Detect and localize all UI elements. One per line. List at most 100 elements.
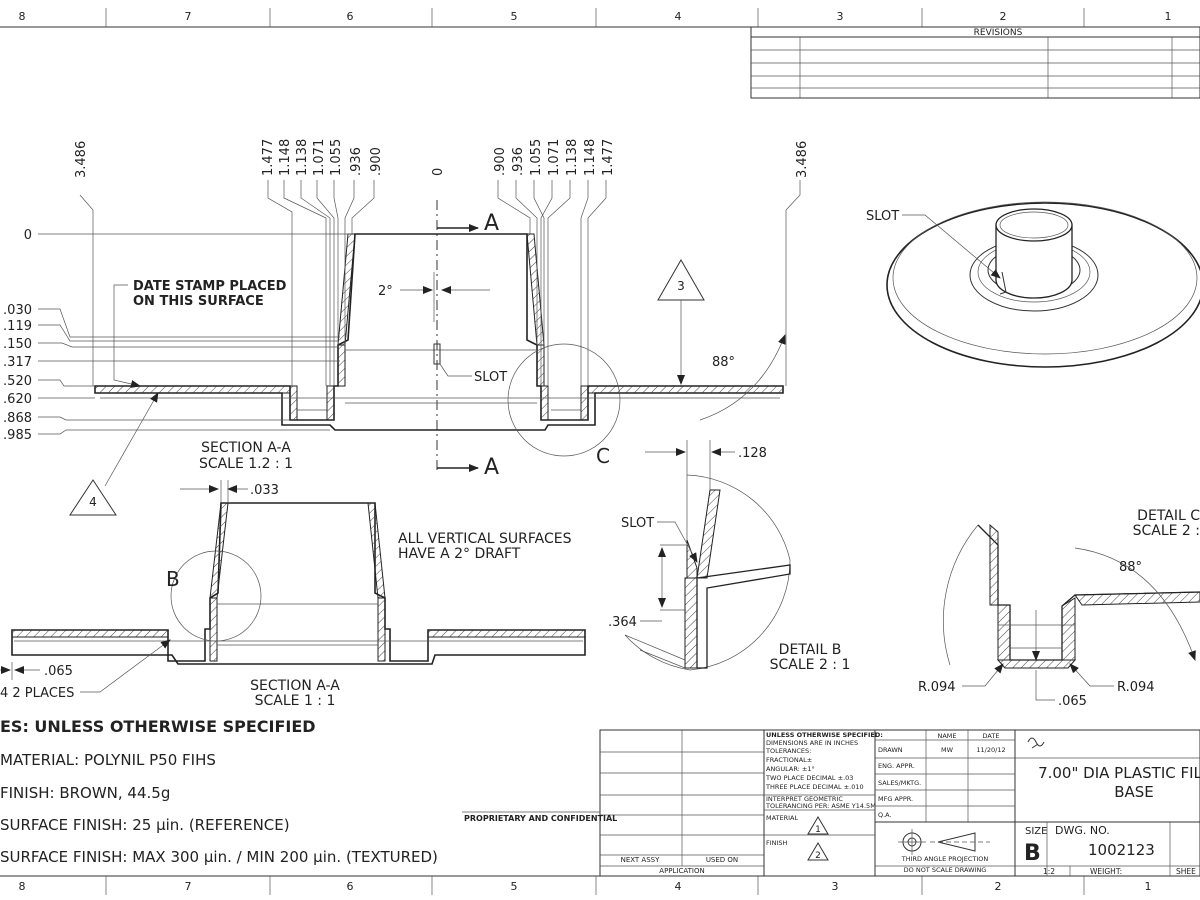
dim-v-317: .317 xyxy=(3,355,32,370)
dim-left-4: 1.071 xyxy=(312,139,327,176)
detail-c-radius-right: R.094 xyxy=(1117,680,1155,695)
zone-bottom-7: 7 xyxy=(185,880,192,893)
section-view-secondary: .033 B .065 4 2 PLACES ALL VERTICAL SURF… xyxy=(0,480,586,709)
dim-364: .364 xyxy=(608,615,637,630)
dim-right-2: .936 xyxy=(511,147,526,176)
detail-b-title: DETAIL B xyxy=(779,642,842,658)
next-assy-label: NEXT ASSY xyxy=(621,856,661,864)
dim-left-1: 1.477 xyxy=(261,139,276,176)
zone-bottom-4: 4 xyxy=(675,880,682,893)
note-surface-finish-textured: SURFACE FINISH: MAX 300 µin. / MIN 200 µ… xyxy=(0,848,438,866)
date-stamp-line1: DATE STAMP PLACED xyxy=(133,279,287,294)
slot-label-main: SLOT xyxy=(474,370,507,385)
dim-033: .033 xyxy=(250,483,279,498)
iso-slot-label: SLOT xyxy=(866,209,899,224)
hdr-date: DATE xyxy=(983,732,1000,740)
detail-c-angle: 88° xyxy=(1119,560,1142,575)
dim-outer-left: 3.486 xyxy=(74,141,89,178)
detail-b-view: .128 SLOT .364 DETAIL B SCALE 2 : 1 xyxy=(608,440,850,673)
dim-left-6: .936 xyxy=(349,147,364,176)
dim-right-1: .900 xyxy=(493,147,508,176)
dim-v-520: .520 xyxy=(3,374,32,389)
angle-88-main: 88° xyxy=(712,355,735,370)
dim-v-030: .030 xyxy=(3,303,32,318)
do-not-scale-label: DO NOT SCALE DRAWING xyxy=(904,866,987,874)
zone-top-7: 7 xyxy=(185,10,192,23)
sales-mktg-label: SALES/MKTG. xyxy=(878,779,921,787)
dim-outer-right: 3.486 xyxy=(795,141,810,178)
section-aa-title-main: SECTION A-A xyxy=(201,440,291,456)
section-letter-bottom: A xyxy=(484,455,499,480)
sheet-label: SHEE xyxy=(1176,867,1196,876)
revisions-title: REVISIONS xyxy=(974,28,1023,38)
tol-line-1: DIMENSIONS ARE IN INCHES xyxy=(766,739,858,747)
tol-line-5: TWO PLACE DECIMAL ±.03 xyxy=(765,774,853,782)
date-stamp-line2: ON THIS SURFACE xyxy=(133,294,264,309)
proprietary-label: PROPRIETARY AND CONFIDENTIAL xyxy=(464,814,617,823)
zone-top-2: 2 xyxy=(1000,10,1007,23)
zone-bottom-2: 2 xyxy=(995,880,1002,893)
dim-right-7: 1.477 xyxy=(601,139,616,176)
dim-128: .128 xyxy=(738,446,767,461)
section-aa-title-2: SECTION A-A xyxy=(250,678,340,694)
draft-note-line2: HAVE A 2° DRAFT xyxy=(398,546,521,562)
tol-line-0: UNLESS OTHERWISE SPECIFIED: xyxy=(766,731,883,739)
triangle-3-label: 3 xyxy=(677,279,685,293)
third-angle-projection-icon xyxy=(898,829,990,855)
finish-label: FINISH xyxy=(766,839,788,847)
used-on-label: USED ON xyxy=(706,856,738,864)
mfg-appr-label: MFG APPR. xyxy=(878,795,913,803)
draft-note-line1: ALL VERTICAL SURFACES xyxy=(398,531,572,547)
qa-label: Q.A. xyxy=(878,811,892,819)
eng-appr-label: ENG. APPR. xyxy=(878,762,915,770)
dim-left-5: 1.055 xyxy=(329,139,344,176)
dim-v-0: 0 xyxy=(24,228,32,243)
dim-065-secondary: .065 xyxy=(44,664,73,679)
projection-label: THIRD ANGLE PROJECTION xyxy=(901,855,989,863)
dim-left-3: 1.138 xyxy=(295,139,310,176)
detail-c-letter: C xyxy=(596,444,610,468)
dim-right-4: 1.071 xyxy=(547,139,562,176)
dim-v-868: .868 xyxy=(3,411,32,426)
note-material: MATERIAL: POLYNIL P50 FIHS xyxy=(0,751,216,769)
tri-1-label: 1 xyxy=(815,825,821,835)
tol-line-6: THREE PLACE DECIMAL ±.010 xyxy=(765,783,864,791)
section-view-main: A A xyxy=(3,139,810,516)
application-label: APPLICATION xyxy=(659,867,704,875)
section-aa-scale-2: SCALE 1 : 1 xyxy=(255,693,336,709)
draft-angle-label: 2° xyxy=(378,284,393,299)
size-value: B xyxy=(1024,841,1041,866)
dim-right-5: 1.138 xyxy=(565,139,580,176)
slot-label-detail-b: SLOT xyxy=(621,516,654,531)
drawn-name: MW xyxy=(941,746,954,754)
zone-top-4: 4 xyxy=(675,10,682,23)
dim-right-6: 1.148 xyxy=(583,139,598,176)
zone-top-1: 1 xyxy=(1165,10,1172,23)
drawn-label: DRAWN xyxy=(878,746,903,754)
tol-line-3: FRACTIONAL± xyxy=(766,756,812,764)
interpret-line-1: TOLERANCING PER: ASME Y14.5M xyxy=(765,802,876,810)
dim-v-119: .119 xyxy=(3,319,32,334)
weight-label: WEIGHT: xyxy=(1090,867,1122,876)
detail-c-scale: SCALE 2 : xyxy=(1133,523,1200,539)
scale-value: 1:2 xyxy=(1043,867,1055,876)
detail-b-letter: B xyxy=(166,567,180,591)
isometric-view: SLOT xyxy=(866,201,1200,368)
title-line-2: BASE xyxy=(1114,783,1154,801)
zone-top-8: 8 xyxy=(19,10,26,23)
tri-2-label: 2 xyxy=(815,851,821,861)
detail-c-circle xyxy=(507,343,621,457)
title-block: PROPRIETARY AND CONFIDENTIAL NEXT ASSY U… xyxy=(462,729,1200,877)
dim-left-2: 1.148 xyxy=(278,139,293,176)
detail-b-scale: SCALE 2 : 1 xyxy=(770,657,851,673)
dim-center-zero: 0 xyxy=(431,168,446,176)
dim-v-985: .985 xyxy=(3,428,32,443)
triangle-4-label: 4 xyxy=(89,495,97,509)
note-surface-finish-ref: SURFACE FINISH: 25 µin. (REFERENCE) xyxy=(0,816,290,834)
zone-top-3: 3 xyxy=(837,10,844,23)
section-aa-scale-main: SCALE 1.2 : 1 xyxy=(199,456,293,472)
dim-v-150: .150 xyxy=(3,337,32,352)
zone-bottom-6: 6 xyxy=(347,880,354,893)
zone-top-6: 6 xyxy=(347,10,354,23)
